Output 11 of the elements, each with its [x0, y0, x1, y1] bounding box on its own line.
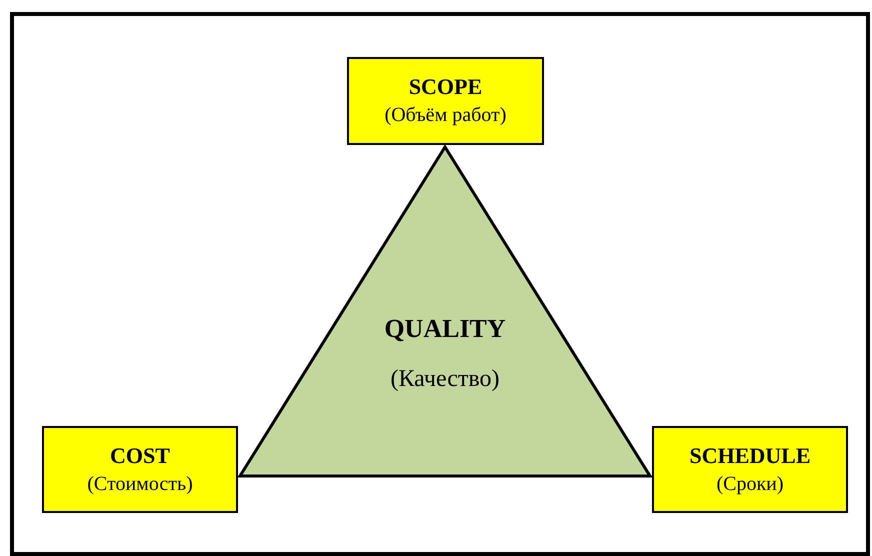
subtitle-text: (Стоимость): [87, 472, 193, 496]
label-box: [42, 426, 238, 513]
subtitle-text: (Сроки): [716, 472, 784, 496]
heading-text: SCOPE: [408, 73, 482, 101]
heading-text: QUALITY: [384, 315, 506, 343]
subtitle-text: (Объём работ): [384, 103, 506, 128]
label-box: [347, 57, 544, 145]
subtitle-text: (Качество): [390, 365, 500, 393]
label-box: [652, 426, 848, 513]
heading-text: COST: [110, 442, 170, 470]
heading-text: SCHEDULE: [689, 442, 811, 470]
